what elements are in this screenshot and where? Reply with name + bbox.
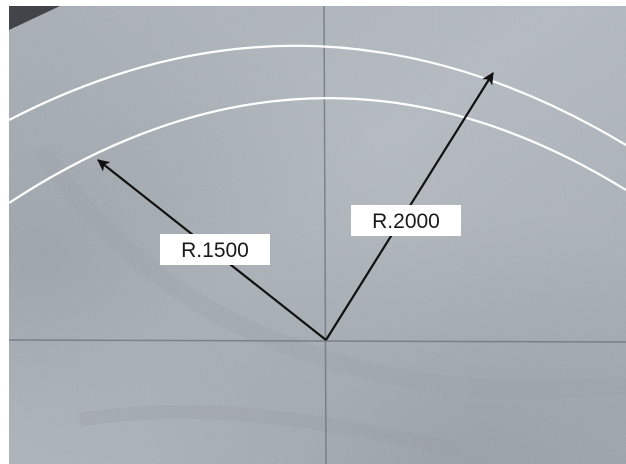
label-r2000-text: R.2000 [372, 210, 440, 233]
label-r1500-text: R.1500 [181, 239, 249, 262]
vertical-joint [323, 5, 327, 464]
label-r2000: R.2000 [351, 205, 461, 236]
horizontal-joint [8, 339, 626, 343]
label-r1500: R.1500 [160, 234, 270, 265]
outer-arc-r2000 [8, 44, 626, 146]
inner-arc-r1500 [8, 97, 626, 204]
